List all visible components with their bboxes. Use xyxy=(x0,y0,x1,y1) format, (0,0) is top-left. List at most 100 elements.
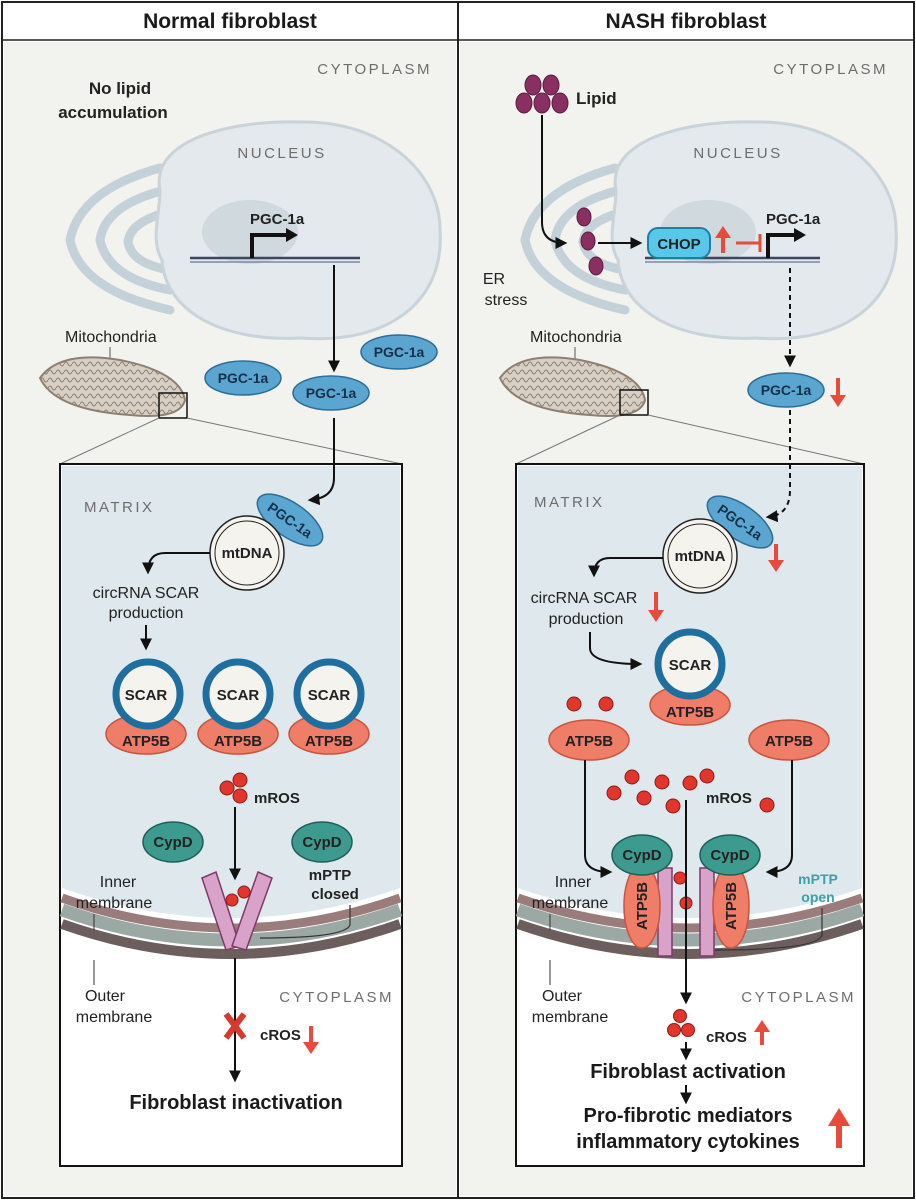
right-cypd-2 xyxy=(699,834,761,876)
right-outcome1: Fibroblast activation xyxy=(590,1061,786,1083)
right-cros-up-arrow xyxy=(754,1020,770,1045)
left-atp-1: ATP5B xyxy=(122,733,170,750)
right-atp-vertical-2-label: ATP5B xyxy=(723,882,740,930)
right-atp-vertical-1-label: ATP5B xyxy=(634,882,651,930)
left-nucleolus xyxy=(202,200,298,264)
right-pgc-down-arrow xyxy=(830,378,846,407)
left-mptp-channel xyxy=(201,870,273,951)
right-cros-dots xyxy=(667,1009,695,1037)
left-outer-line1: Outer xyxy=(85,988,126,1005)
right-matrix-label: MATRIX xyxy=(534,494,605,511)
left-outer-line2: membrane xyxy=(76,1009,153,1026)
left-cros-label: cROS xyxy=(260,1027,301,1044)
right-chop-box xyxy=(647,227,711,259)
left-scar-1: SCAR xyxy=(125,687,168,704)
right-chop-inhibit xyxy=(736,234,762,252)
right-mptp-line2: open xyxy=(801,889,834,905)
right-mitochondrion xyxy=(498,356,647,417)
right-gene-label: PGC-1a xyxy=(766,211,821,228)
right-zoom-box xyxy=(619,389,649,416)
right-pgc-matrix-down-arrow xyxy=(768,544,784,572)
right-lipid-label: Lipid xyxy=(576,89,617,108)
left-er xyxy=(65,163,175,315)
left-mito-label: Mitochondria xyxy=(65,329,157,346)
right-cros-label: cROS xyxy=(706,1029,747,1046)
right-mito-label: Mitochondria xyxy=(530,329,622,346)
left-pgc-oval-1-label: PGC-1a xyxy=(218,370,269,386)
left-zoom-box xyxy=(158,392,188,419)
right-arrow-atp1-down xyxy=(584,760,613,878)
right-lipid-cluster xyxy=(515,74,569,114)
left-pgc-oval-2-label: PGC-1a xyxy=(374,344,425,360)
right-nucleus-label: NUCLEUS xyxy=(693,145,782,162)
right-outer-line2: membrane xyxy=(532,1009,609,1026)
right-atp-free-2 xyxy=(748,719,830,761)
right-atp-bound: ATP5B xyxy=(666,704,714,721)
right-arrow-lipid-er xyxy=(541,115,568,249)
right-circ-line1: circRNA SCAR xyxy=(531,590,638,607)
left-pgc-oval-3-label: PGC-1a xyxy=(306,385,357,401)
right-mtdna xyxy=(662,518,738,594)
left-cytoplasm-bottom: CYTOPLASM xyxy=(279,989,394,1006)
right-outcome2-line1: Pro-fibrotic mediators xyxy=(584,1105,793,1127)
right-promoter-arrow xyxy=(766,233,798,258)
left-arrow-mtdna-circ xyxy=(142,552,210,575)
left-promoter-arrow xyxy=(250,233,290,258)
right-cytoplasm-label: CYTOPLASM xyxy=(773,61,888,78)
left-arrow-to-matrix xyxy=(307,418,335,506)
right-arrow-atp2-down xyxy=(765,760,793,878)
right-outer-line1: Outer xyxy=(542,988,583,1005)
right-atp-free-1 xyxy=(548,719,630,761)
left-cypd-1 xyxy=(142,821,204,863)
right-mros-label: mROS xyxy=(706,790,752,807)
right-pgc-oval xyxy=(747,372,825,408)
left-pgc-oval-3 xyxy=(292,375,370,411)
left-pgc-oval-2 xyxy=(360,334,438,370)
left-cypd-1-label: CypD xyxy=(153,834,192,851)
left-scar-2: SCAR xyxy=(217,687,260,704)
left-cypd-2-label: CypD xyxy=(302,834,341,851)
right-er-line2: stress xyxy=(485,292,528,309)
left-pgc-oval-1 xyxy=(204,360,282,396)
right-inner-line1: Inner xyxy=(555,874,592,891)
right-outcome-up-arrow xyxy=(828,1108,850,1148)
left-gene-label: PGC-1a xyxy=(250,211,305,228)
left-scar-complex-2: SCAR ATP5B xyxy=(197,658,279,755)
right-circ-line2: production xyxy=(549,611,624,628)
left-scar-complex-3: SCAR ATP5B xyxy=(288,658,370,755)
right-atp-free-1-label: ATP5B xyxy=(565,733,613,750)
right-mros-dots xyxy=(606,768,775,814)
left-inner-line1: Inner xyxy=(100,874,137,891)
left-cros-down-arrow xyxy=(303,1026,319,1054)
left-block-x xyxy=(223,1012,247,1040)
right-chop-up-arrow xyxy=(715,226,731,253)
right-cytoplasm-bottom: CYTOPLASM xyxy=(741,989,856,1006)
right-pgc-oval-label: PGC-1a xyxy=(761,382,812,398)
right-scar-complex: SCAR ATP5B xyxy=(649,628,731,726)
right-panel-title: NASH fibroblast xyxy=(605,10,766,33)
right-inner-line2: membrane xyxy=(532,895,609,912)
right-er-lipids xyxy=(576,207,604,276)
left-no-lipid-line2: accumulation xyxy=(58,103,168,122)
right-mptp-line1: mPTP xyxy=(798,871,838,887)
left-scar-complex-1: SCAR ATP5B xyxy=(105,658,187,755)
left-atp-2: ATP5B xyxy=(214,733,262,750)
right-free-ros-top xyxy=(566,696,614,712)
left-cypd-2 xyxy=(291,821,353,863)
right-cypd-2-label: CypD xyxy=(710,847,749,864)
left-scar-3: SCAR xyxy=(308,687,351,704)
left-inner-line2: membrane xyxy=(76,895,153,912)
right-arrow-circ-scar xyxy=(589,632,643,670)
right-mptp-right-bar xyxy=(699,867,715,957)
left-atp-3: ATP5B xyxy=(305,733,353,750)
left-mitochondrion xyxy=(38,356,187,417)
left-circ-line1: circRNA SCAR xyxy=(93,585,200,602)
left-mptp-line1: mPTP xyxy=(309,867,352,884)
left-cytoplasm-label: CYTOPLASM xyxy=(317,61,432,78)
left-nucleus-label: NUCLEUS xyxy=(237,145,326,162)
right-outcome2-line2: inflammatory cytokines xyxy=(576,1131,799,1153)
right-cypd-1 xyxy=(611,834,673,876)
left-no-lipid-line1: No lipid xyxy=(89,79,151,98)
right-mtdna-label: mtDNA xyxy=(675,548,726,565)
left-outcome: Fibroblast inactivation xyxy=(129,1092,342,1114)
